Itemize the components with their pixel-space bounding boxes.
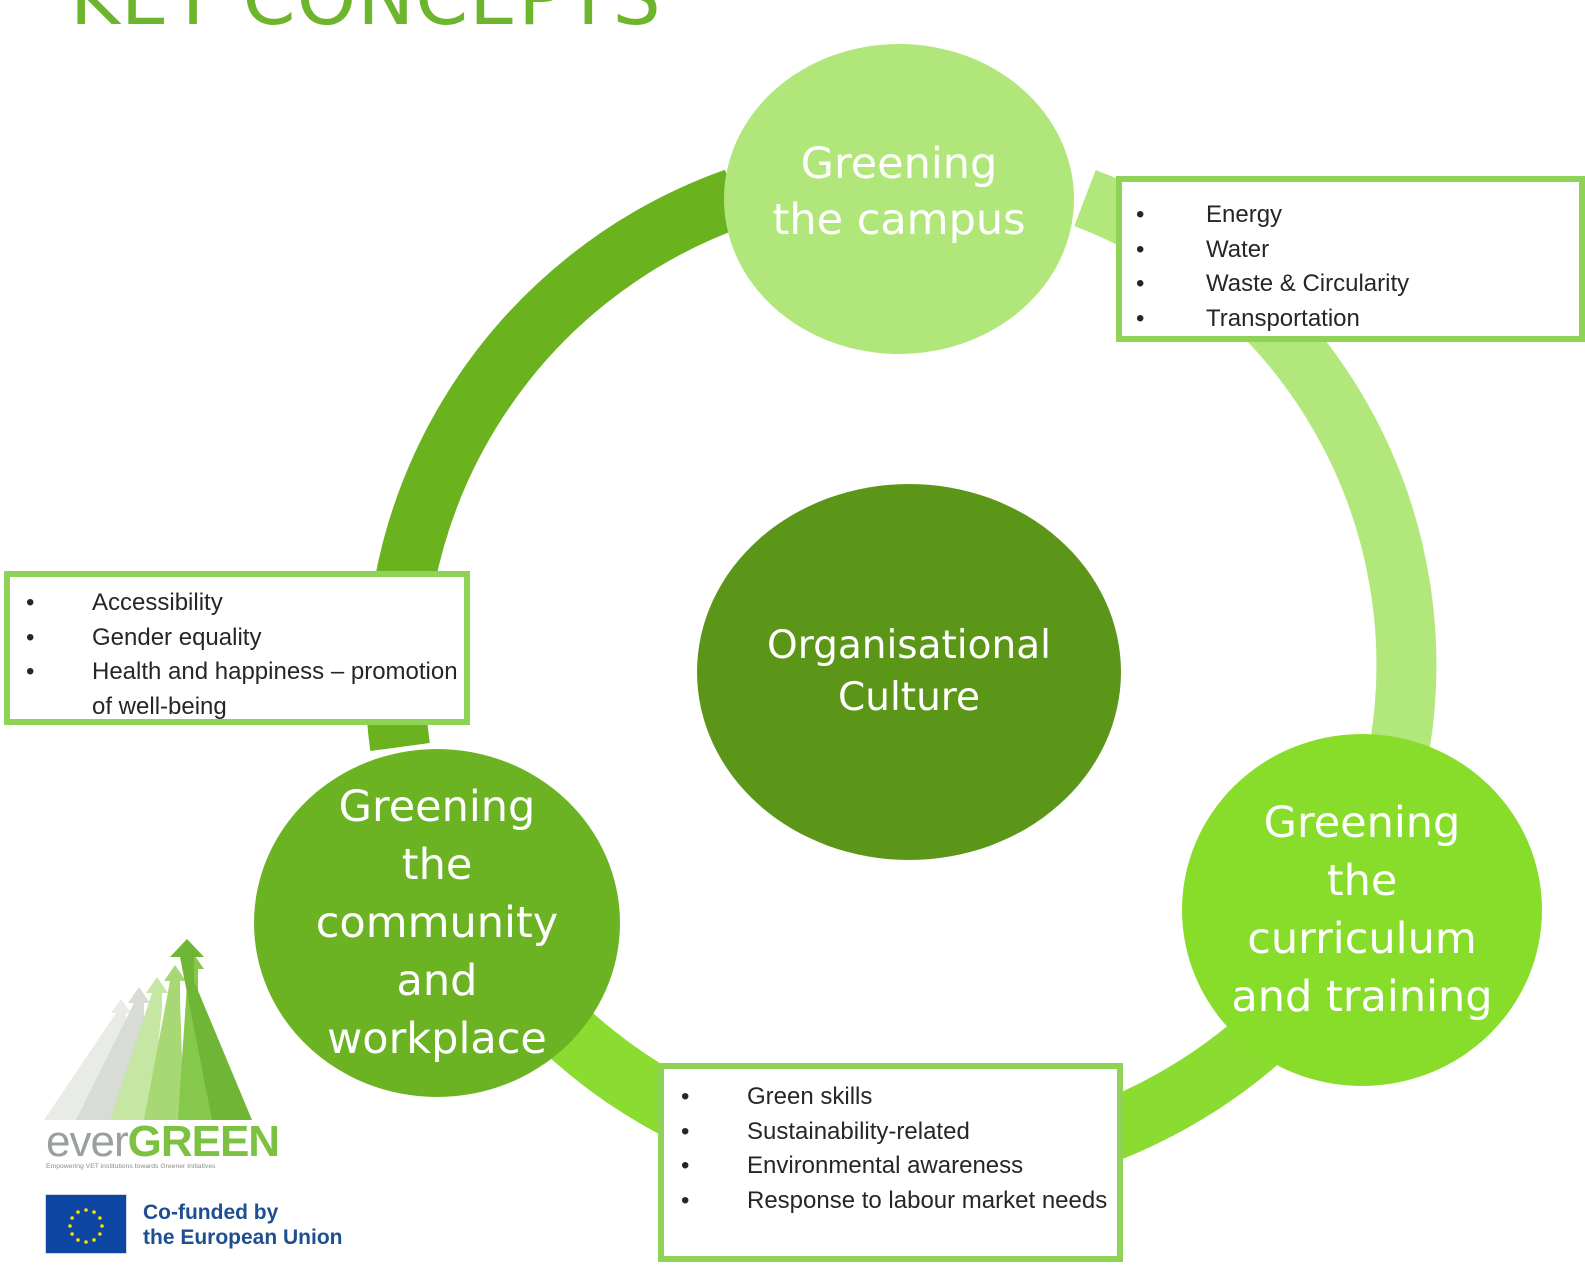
- growth-arrows-icon: [44, 939, 252, 1120]
- eu-funding-text: Co-funded by the European Union: [143, 1201, 343, 1249]
- list-item: •Sustainability-related: [681, 1117, 970, 1145]
- list-item: •Gender equality: [26, 623, 262, 651]
- curriculum-topics-box: •Green skills •Sustainability-related •E…: [658, 1063, 1123, 1262]
- logo-tagline: Empowering VET institutions towards Gree…: [46, 1163, 216, 1170]
- eu-cofunded-badge: Co-funded by the European Union: [45, 1194, 375, 1254]
- node-greening-community: Greening the community and workplace: [254, 749, 620, 1097]
- arrow-4: [144, 965, 186, 1120]
- logo-wordmark: everGREEN: [46, 1117, 280, 1166]
- eu-flag-icon: [45, 1194, 127, 1254]
- list-item: •Accessibility: [26, 589, 223, 616]
- list-item: •Response to labour market needs: [681, 1186, 1108, 1214]
- node-greening-curriculum: Greening the curriculum and training: [1182, 734, 1542, 1086]
- community-topics-box: •Accessibility •Gender equality •Health …: [4, 571, 470, 725]
- list-item: •Green skills: [681, 1083, 873, 1110]
- arrow-2: [76, 987, 150, 1120]
- node-organisational-culture: Organisational Culture: [697, 484, 1121, 860]
- arrow-6: [170, 939, 252, 1120]
- evergreen-logo: everGREEN Empowering VET institutions to…: [44, 595, 280, 1175]
- list-item: •Waste & Circularity: [1136, 270, 1410, 297]
- page-title: KEY CONCEPTS: [70, 0, 662, 36]
- campus-topics-box: •Energy •Water •Waste & Circularity •Tra…: [1116, 176, 1585, 342]
- list-item: •Energy: [1136, 201, 1283, 228]
- arrow-1: [44, 999, 131, 1120]
- list-item: •Environmental awareness: [681, 1152, 1024, 1179]
- list-item: •Transportation: [1136, 304, 1360, 332]
- list-item: •Water: [1136, 235, 1270, 263]
- list-item: •Health and happiness – promotion of wel…: [26, 658, 458, 720]
- node-greening-campus: Greening the campus: [724, 44, 1074, 354]
